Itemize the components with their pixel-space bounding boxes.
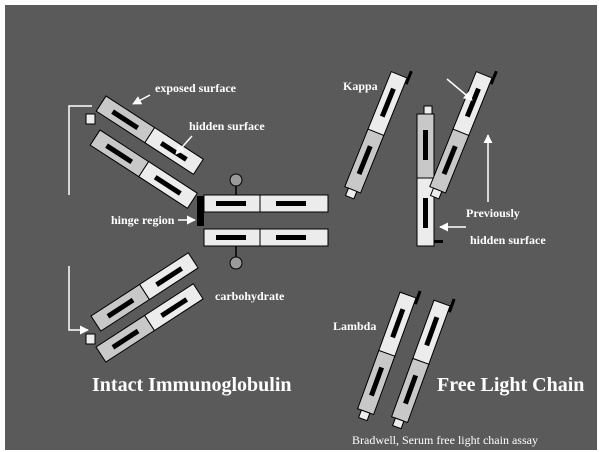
carbohydrate-label: carbohydrate [215,289,285,303]
kappa-surface-arrow [447,79,472,100]
hidden-surface-label: hidden surface [189,119,265,133]
kappa2-cl-bar [423,198,428,228]
lower-bracket-arrow [69,266,88,330]
previously-label: Previously [466,206,520,220]
carbohydrate-lower-icon [230,257,242,269]
hinge-region-block [197,196,204,226]
fc-upper-ch3-bar [276,201,306,206]
kappa-chain-3 [427,64,498,201]
kappa2-vl-bar [423,130,428,160]
carbohydrate-upper-icon [230,174,242,186]
fc-lower-ch2-bar [216,235,246,240]
fc-upper-heavy [204,195,328,212]
fc-upper-ch2-bar [216,201,246,206]
exposed-surface-arrow [133,95,150,104]
fc-lower-heavy [204,229,328,246]
hidden-surface-2-label: hidden surface [470,233,546,247]
kappa2-tip [424,106,432,114]
exposed-surface-label: exposed surface [155,81,237,95]
lambda-label: Lambda [333,319,376,333]
source-caption: Bradwell, Serum free light chain assay [352,433,538,447]
lower-light-tip [86,334,95,344]
kappa2-cys [434,240,443,243]
kappa-label: Kappa [343,79,378,93]
intact-immunoglobulin-title: Intact Immunoglobulin [92,374,292,396]
fc-lower-ch3-bar [276,235,306,240]
hinge-region-label: hinge region [111,213,175,227]
upper-light-tip [86,114,95,124]
free-light-chain-title: Free Light Chain [437,374,584,396]
intact-immunoglobulin [69,95,328,362]
